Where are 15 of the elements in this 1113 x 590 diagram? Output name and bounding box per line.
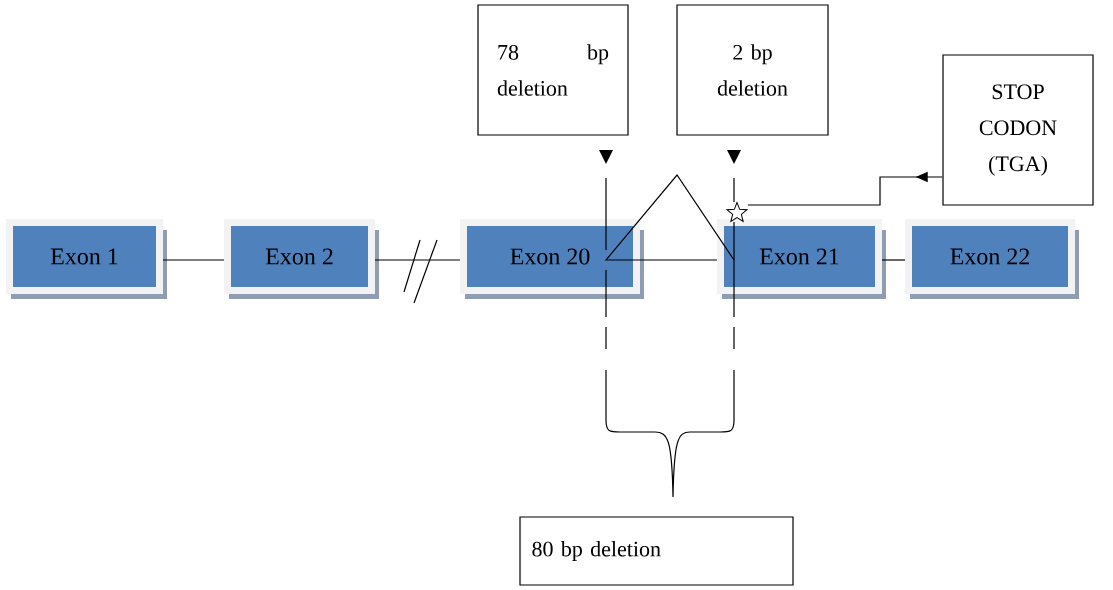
connector-line	[881, 259, 906, 261]
text-box: 78 bp deletion	[477, 4, 629, 136]
exon-box: Exon 21	[717, 219, 886, 299]
exon-box: Exon 2	[224, 219, 379, 299]
text-box: STOP CODON (TGA)	[942, 54, 1094, 206]
text-box: 2 bp deletion	[676, 4, 829, 136]
star-symbol	[726, 202, 748, 222]
connector-line	[639, 259, 718, 261]
deletion-loop	[604, 174, 735, 261]
connector-line	[374, 259, 461, 261]
connector-line	[162, 259, 225, 261]
exon-box: Exon 20	[460, 219, 644, 299]
exon-box: Exon 1	[6, 219, 167, 299]
exon-box: Exon 22	[905, 219, 1079, 299]
text-box: 80 bp deletion	[519, 516, 794, 586]
